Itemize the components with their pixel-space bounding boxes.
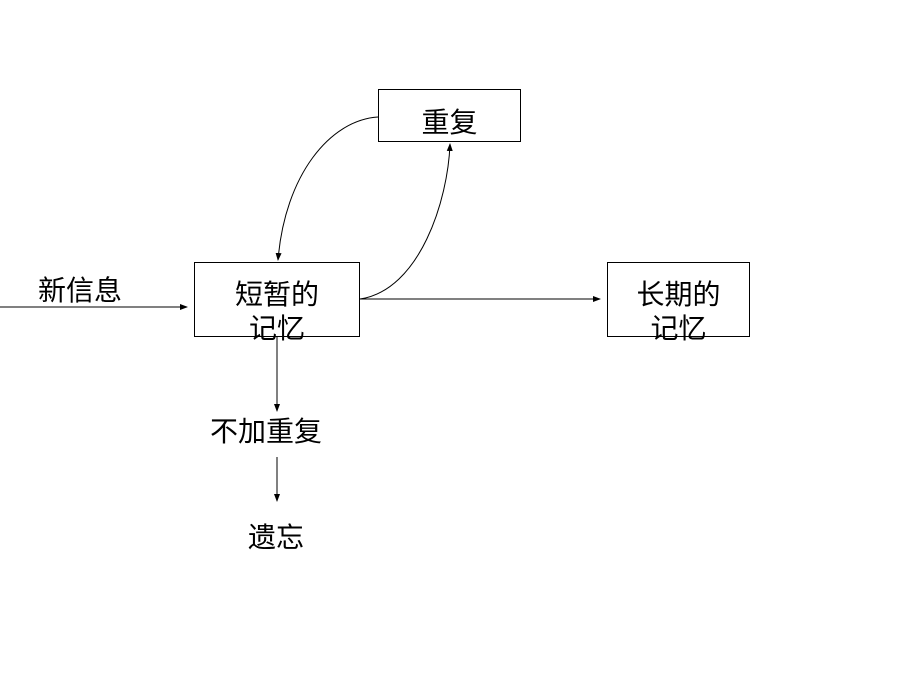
node-new-info-label: 新信息	[38, 274, 123, 307]
arrow-repeat-to-short-term	[275, 116, 379, 261]
node-short-term-memory-label: 短暂的 记忆	[234, 277, 319, 345]
node-no-repeat-label: 不加重复	[210, 415, 323, 448]
node-short-term-memory-box: 短暂的 记忆	[194, 262, 360, 345]
node-repeat-box: 重复	[378, 89, 521, 142]
arrow-short-term-to-repeat	[359, 143, 453, 300]
node-long-term-memory-label: 长期的 记忆	[636, 277, 721, 345]
node-repeat-label: 重复	[421, 105, 478, 139]
node-long-term-memory-box: 长期的 记忆	[607, 262, 750, 345]
node-forget-label: 遗忘	[248, 521, 305, 554]
